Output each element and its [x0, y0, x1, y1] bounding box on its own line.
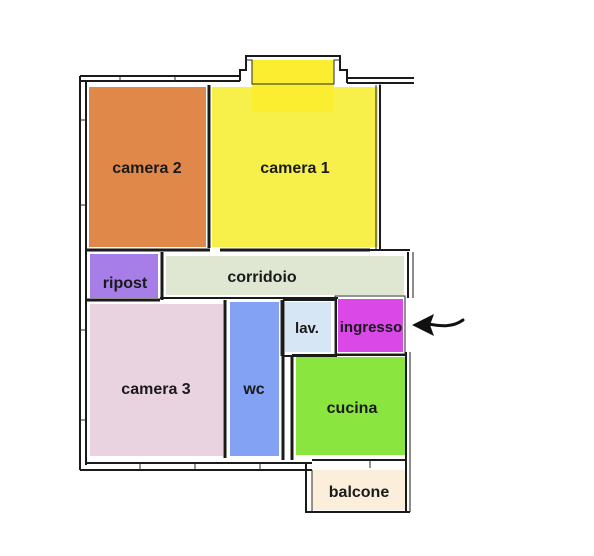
room-ingresso	[338, 299, 403, 352]
walls	[79, 55, 414, 513]
label-camera-3: camera 3	[121, 381, 190, 398]
label-balcone: balcone	[329, 484, 390, 501]
room-wc	[230, 302, 279, 456]
bay-window-area	[252, 60, 334, 112]
room-camera-1	[212, 87, 378, 247]
room-lav	[285, 302, 331, 352]
room-camera-2	[89, 87, 206, 247]
label-lav: lav.	[295, 320, 319, 337]
label-camera-2: camera 2	[112, 160, 181, 177]
room-cucina	[296, 357, 405, 455]
room-camera-3	[90, 304, 223, 456]
label-wc: wc	[242, 381, 264, 398]
room-corridoio	[166, 256, 404, 295]
label-ripost: ripost	[103, 275, 148, 292]
entrance-arrow-icon	[412, 314, 465, 336]
label-camera-1: camera 1	[260, 160, 329, 177]
room-ripost	[90, 254, 158, 298]
label-ingresso: ingresso	[340, 319, 403, 336]
room-balcone	[312, 470, 406, 510]
label-cucina: cucina	[327, 400, 378, 417]
label-corridoio: corridoio	[227, 269, 297, 286]
